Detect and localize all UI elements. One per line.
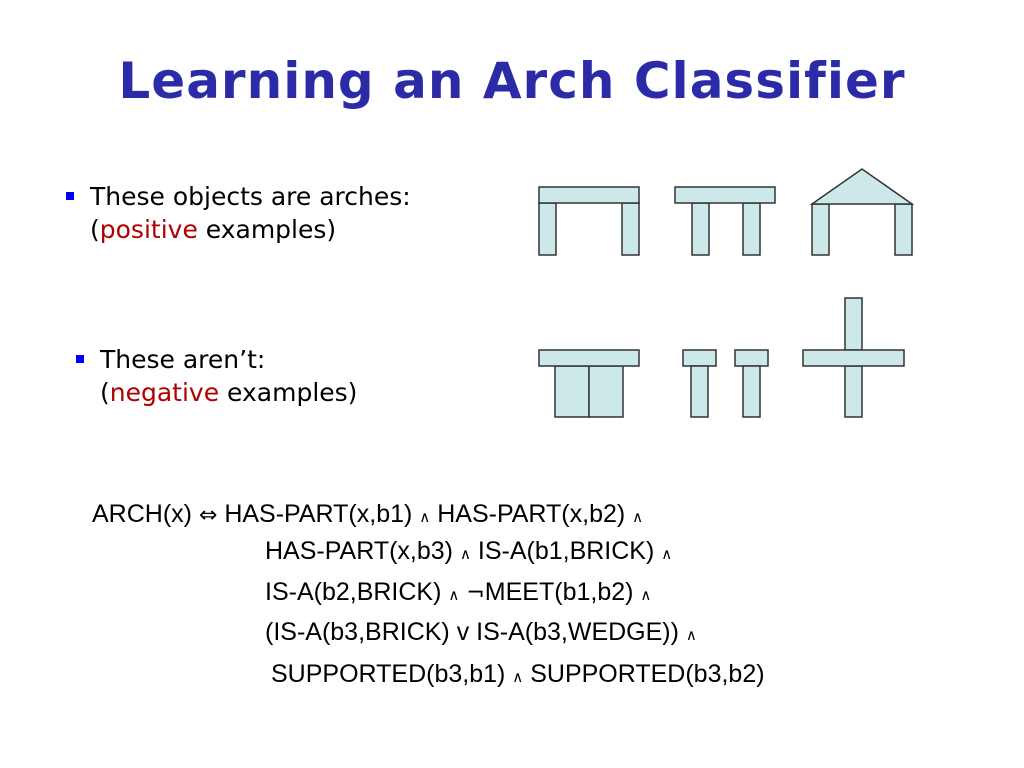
and-symbol: ∧: [448, 586, 460, 604]
bullet-positive: These objects are arches: (positive exam…: [66, 180, 411, 246]
bullet-negative-subtext: (negative examples): [76, 376, 357, 409]
positive-arch-3: [809, 168, 915, 256]
formula-line-4: (IS-A(b3,BRICK) v IS-A(b3,WEDGE)) ∧: [265, 618, 697, 647]
formula-line-2: HAS-PART(x,b3) ∧ IS-A(b1,BRICK) ∧: [265, 537, 672, 566]
negative-example-3: [802, 297, 905, 418]
bullet-positive-subtext: (positive examples): [66, 213, 411, 246]
bullet-negative: These aren’t: (negative examples): [76, 343, 357, 409]
examples-text: examples): [197, 215, 337, 244]
lintel-block: [538, 349, 640, 367]
positive-word: positive: [99, 215, 198, 244]
arch-lintel-block: [538, 186, 640, 204]
formula-line-3: IS-A(b2,BRICK) ∧ ¬MEET(b1,b2) ∧: [265, 578, 651, 607]
bullet-square-icon: [66, 192, 74, 200]
and-symbol: ∧: [459, 545, 471, 563]
cap-block: [682, 349, 717, 367]
formula-text: HAS-PART(x,b1): [217, 500, 420, 528]
formula-text: HAS-PART(x,b2): [430, 500, 633, 528]
bullet-positive-text: These objects are arches:: [90, 182, 411, 211]
formula-text: (IS-A(b3,BRICK) v IS-A(b3,WEDGE)): [265, 618, 686, 646]
negative-example-2: [682, 349, 769, 418]
formula-text: SUPPORTED(b3,b1): [271, 660, 513, 688]
post-block: [742, 365, 761, 418]
crossbar-block: [802, 349, 905, 367]
negative-example-1: [538, 349, 640, 418]
arch-post-block: [811, 203, 830, 256]
arch-post-block: [621, 202, 640, 256]
formula-text: ARCH(x): [92, 500, 199, 528]
and-symbol: ∧: [632, 508, 644, 526]
post-block: [690, 365, 709, 418]
and-symbol: ∧: [661, 545, 673, 563]
arch-lintel-block: [674, 186, 776, 204]
and-symbol: ∧: [685, 626, 697, 644]
paren: (: [100, 378, 110, 407]
bullet-negative-text: These aren’t:: [100, 345, 266, 374]
formula-text: SUPPORTED(b3,b2): [523, 660, 765, 688]
upper-post-block: [844, 297, 863, 351]
formula-line-1: ARCH(x) ⇔ HAS-PART(x,b1) ∧ HAS-PART(x,b2…: [92, 500, 643, 529]
formula-text: HAS-PART(x,b3): [265, 537, 460, 565]
examples-text: examples): [219, 378, 358, 407]
cap-block: [734, 349, 769, 367]
formula-text: IS-A(b2,BRICK): [265, 578, 449, 606]
arch-post-block: [742, 202, 761, 256]
formula-text: MEET(b1,b2): [484, 578, 641, 606]
bullet-square-icon: [76, 355, 84, 363]
post-block: [588, 365, 624, 418]
and-symbol: ∧: [419, 508, 431, 526]
iff-symbol: ⇔: [198, 503, 218, 528]
and-symbol: ∧: [512, 668, 524, 686]
slide-title: Learning an Arch Classifier: [118, 52, 906, 110]
lower-post-block: [844, 365, 863, 418]
and-symbol: ∧: [640, 586, 652, 604]
not-symbol: ¬: [459, 581, 485, 606]
formula-text: IS-A(b1,BRICK): [470, 537, 662, 565]
positive-arch-2: [674, 186, 776, 256]
arch-post-block: [691, 202, 710, 256]
arch-wedge-block: [809, 168, 915, 205]
negative-word: negative: [109, 378, 220, 407]
positive-arch-1: [538, 186, 640, 256]
post-block: [554, 365, 590, 418]
formula-line-5: SUPPORTED(b3,b1) ∧ SUPPORTED(b3,b2): [271, 660, 765, 689]
arch-post-block: [894, 203, 913, 256]
arch-post-block: [538, 202, 557, 256]
paren: (: [90, 215, 100, 244]
